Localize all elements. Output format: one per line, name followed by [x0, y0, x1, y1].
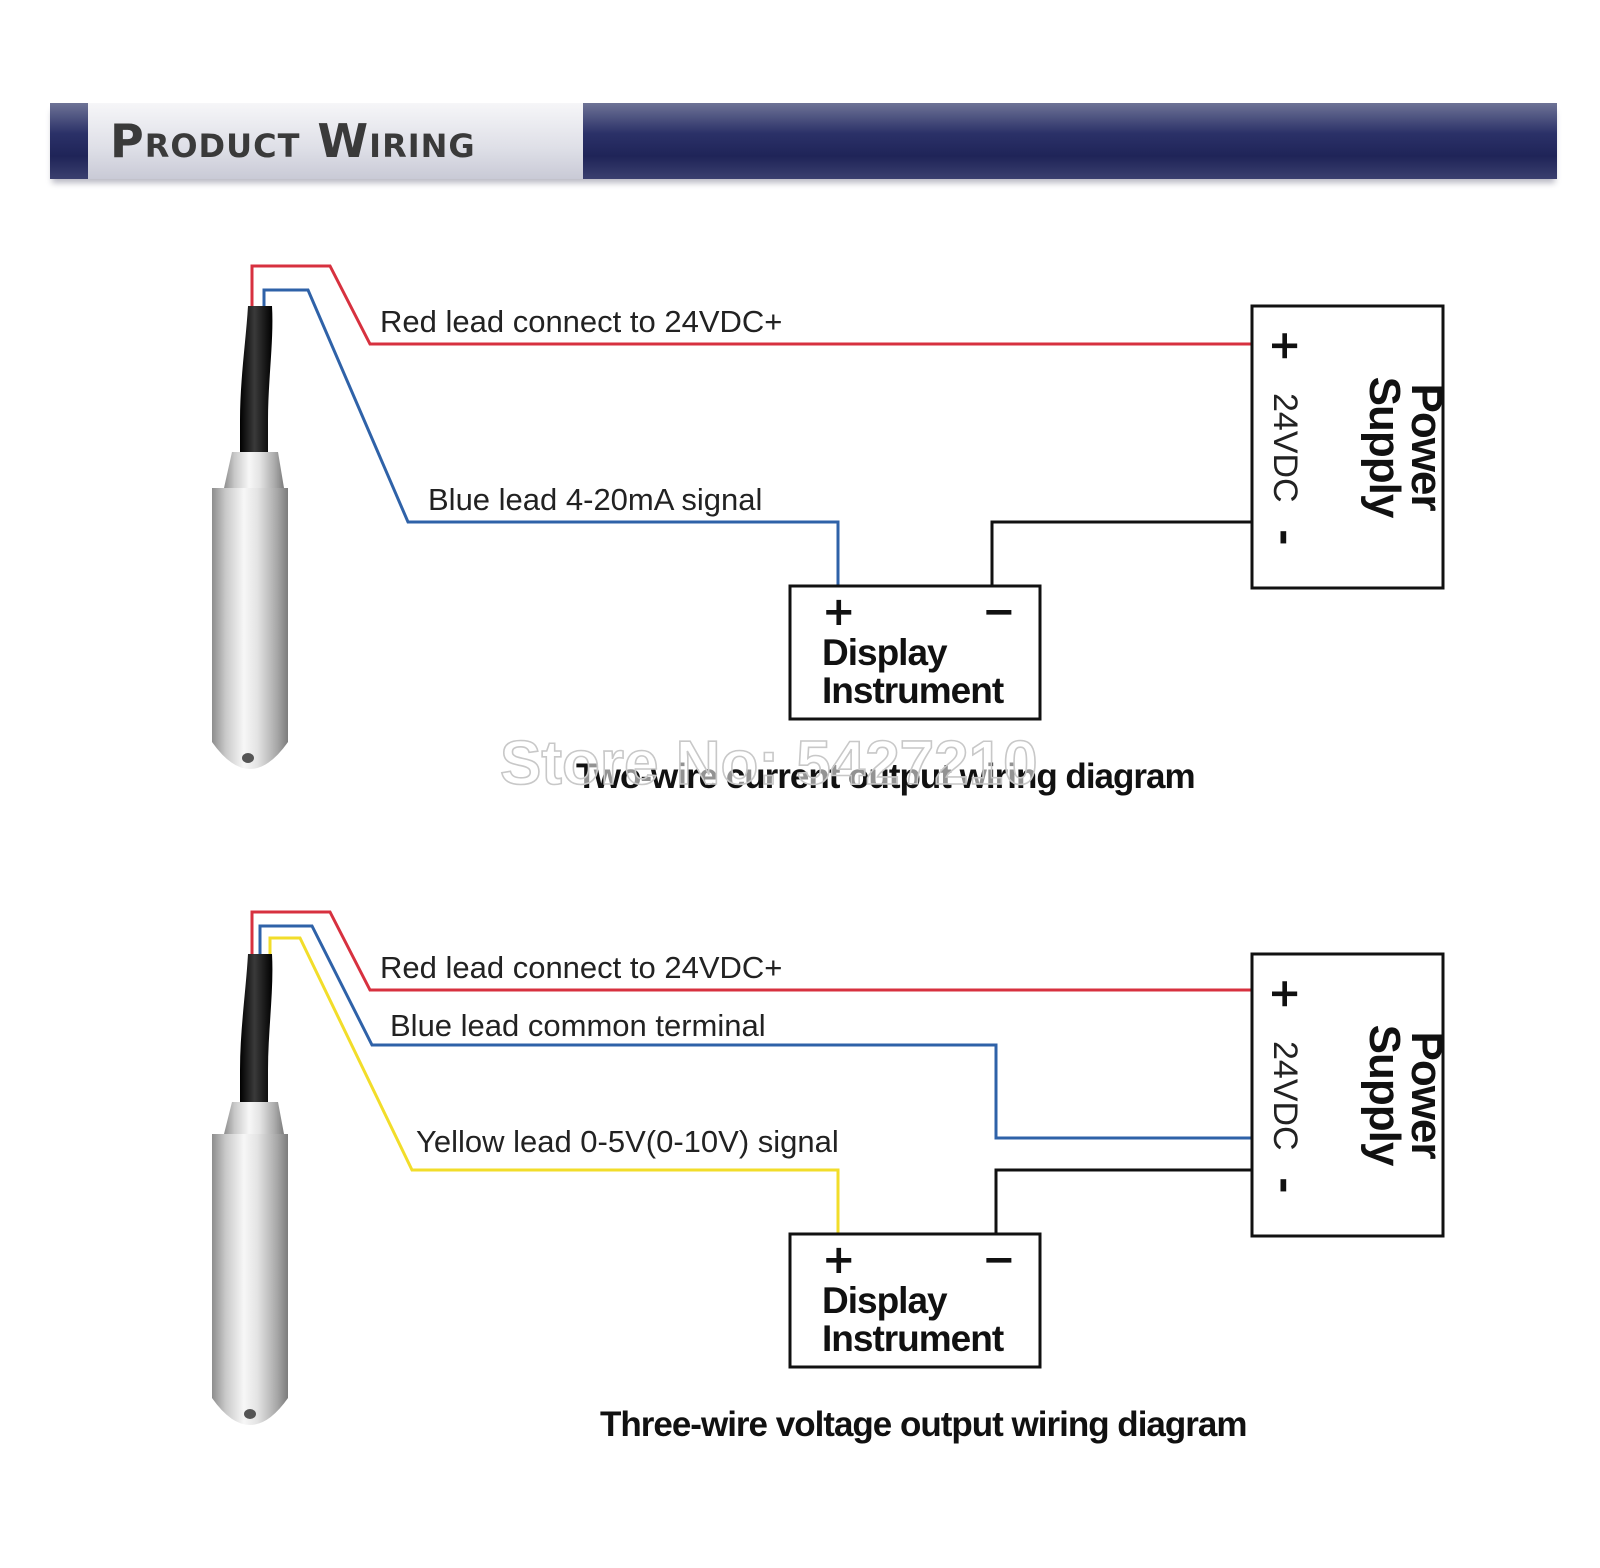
power-minus-2: -	[1262, 1177, 1308, 1194]
red-wire-2	[250, 910, 1252, 992]
power-plus-2: +	[1262, 977, 1308, 1011]
power-minus-1: -	[1262, 529, 1308, 546]
power-supply-label-1: Power Supply	[1360, 377, 1451, 519]
display-label-line2-1: Instrument	[822, 670, 1004, 711]
level-sensor-probe-1	[212, 306, 288, 769]
display-label-line1-1: Display	[822, 632, 948, 673]
display-minus-2: −	[982, 1237, 1016, 1283]
display-label-line2-2: Instrument	[822, 1318, 1004, 1359]
power-supply-terminals-1: + 24VDC -	[1262, 329, 1308, 546]
red-wire-1	[250, 264, 1252, 346]
header-banner: Product Wiring	[50, 103, 1557, 179]
power-voltage-1: 24VDC	[1266, 393, 1304, 503]
display-instrument-box-1	[788, 584, 1042, 721]
power-supply-box-1	[1250, 304, 1445, 590]
blue-wire-1	[262, 288, 840, 586]
blue-lead-label-2: Blue lead common terminal	[390, 1008, 766, 1043]
power-label-line1-1: Power	[1402, 383, 1451, 511]
black-wire-2	[994, 1168, 1252, 1234]
yellow-wire-2	[268, 936, 840, 1234]
power-label-line2-1: Supply	[1360, 377, 1409, 519]
power-plus-1: +	[1262, 329, 1308, 363]
power-label-line1-2: Power	[1402, 1031, 1451, 1159]
power-voltage-2: 24VDC	[1266, 1041, 1304, 1151]
display-minus-1: −	[982, 589, 1016, 635]
page-title: Product Wiring	[110, 114, 476, 168]
level-sensor-probe-2	[212, 954, 288, 1425]
three-wire-diagram: Red lead connect to 24VDC+ Blue lead com…	[212, 910, 1451, 1444]
red-lead-label-1: Red lead connect to 24VDC+	[380, 304, 782, 339]
display-label-line1-2: Display	[822, 1280, 948, 1321]
display-instrument-box-2	[788, 1232, 1042, 1369]
store-watermark: Store No: 5427210	[500, 729, 1038, 798]
header-title-tab: Product Wiring	[88, 103, 583, 179]
caption-2: Three-wire voltage output wiring diagram	[600, 1405, 1246, 1444]
power-supply-box-2	[1250, 952, 1445, 1238]
black-wire-1	[990, 520, 1252, 586]
blue-wire-2	[258, 924, 1252, 1140]
power-label-line2-2: Supply	[1360, 1025, 1409, 1167]
red-lead-label-2: Red lead connect to 24VDC+	[380, 950, 782, 985]
caption-1: Two-wire current output wiring diagram	[576, 757, 1195, 796]
power-supply-terminals-2: + 24VDC -	[1262, 977, 1308, 1194]
display-plus-1: +	[822, 589, 856, 635]
display-plus-2: +	[822, 1237, 856, 1283]
power-supply-label-2: Power Supply	[1360, 1025, 1451, 1167]
two-wire-diagram: Red lead connect to 24VDC+ Blue lead 4-2…	[212, 264, 1451, 796]
yellow-lead-label-2: Yellow lead 0-5V(0-10V) signal	[416, 1124, 839, 1159]
blue-lead-label-1: Blue lead 4-20mA signal	[428, 482, 762, 517]
